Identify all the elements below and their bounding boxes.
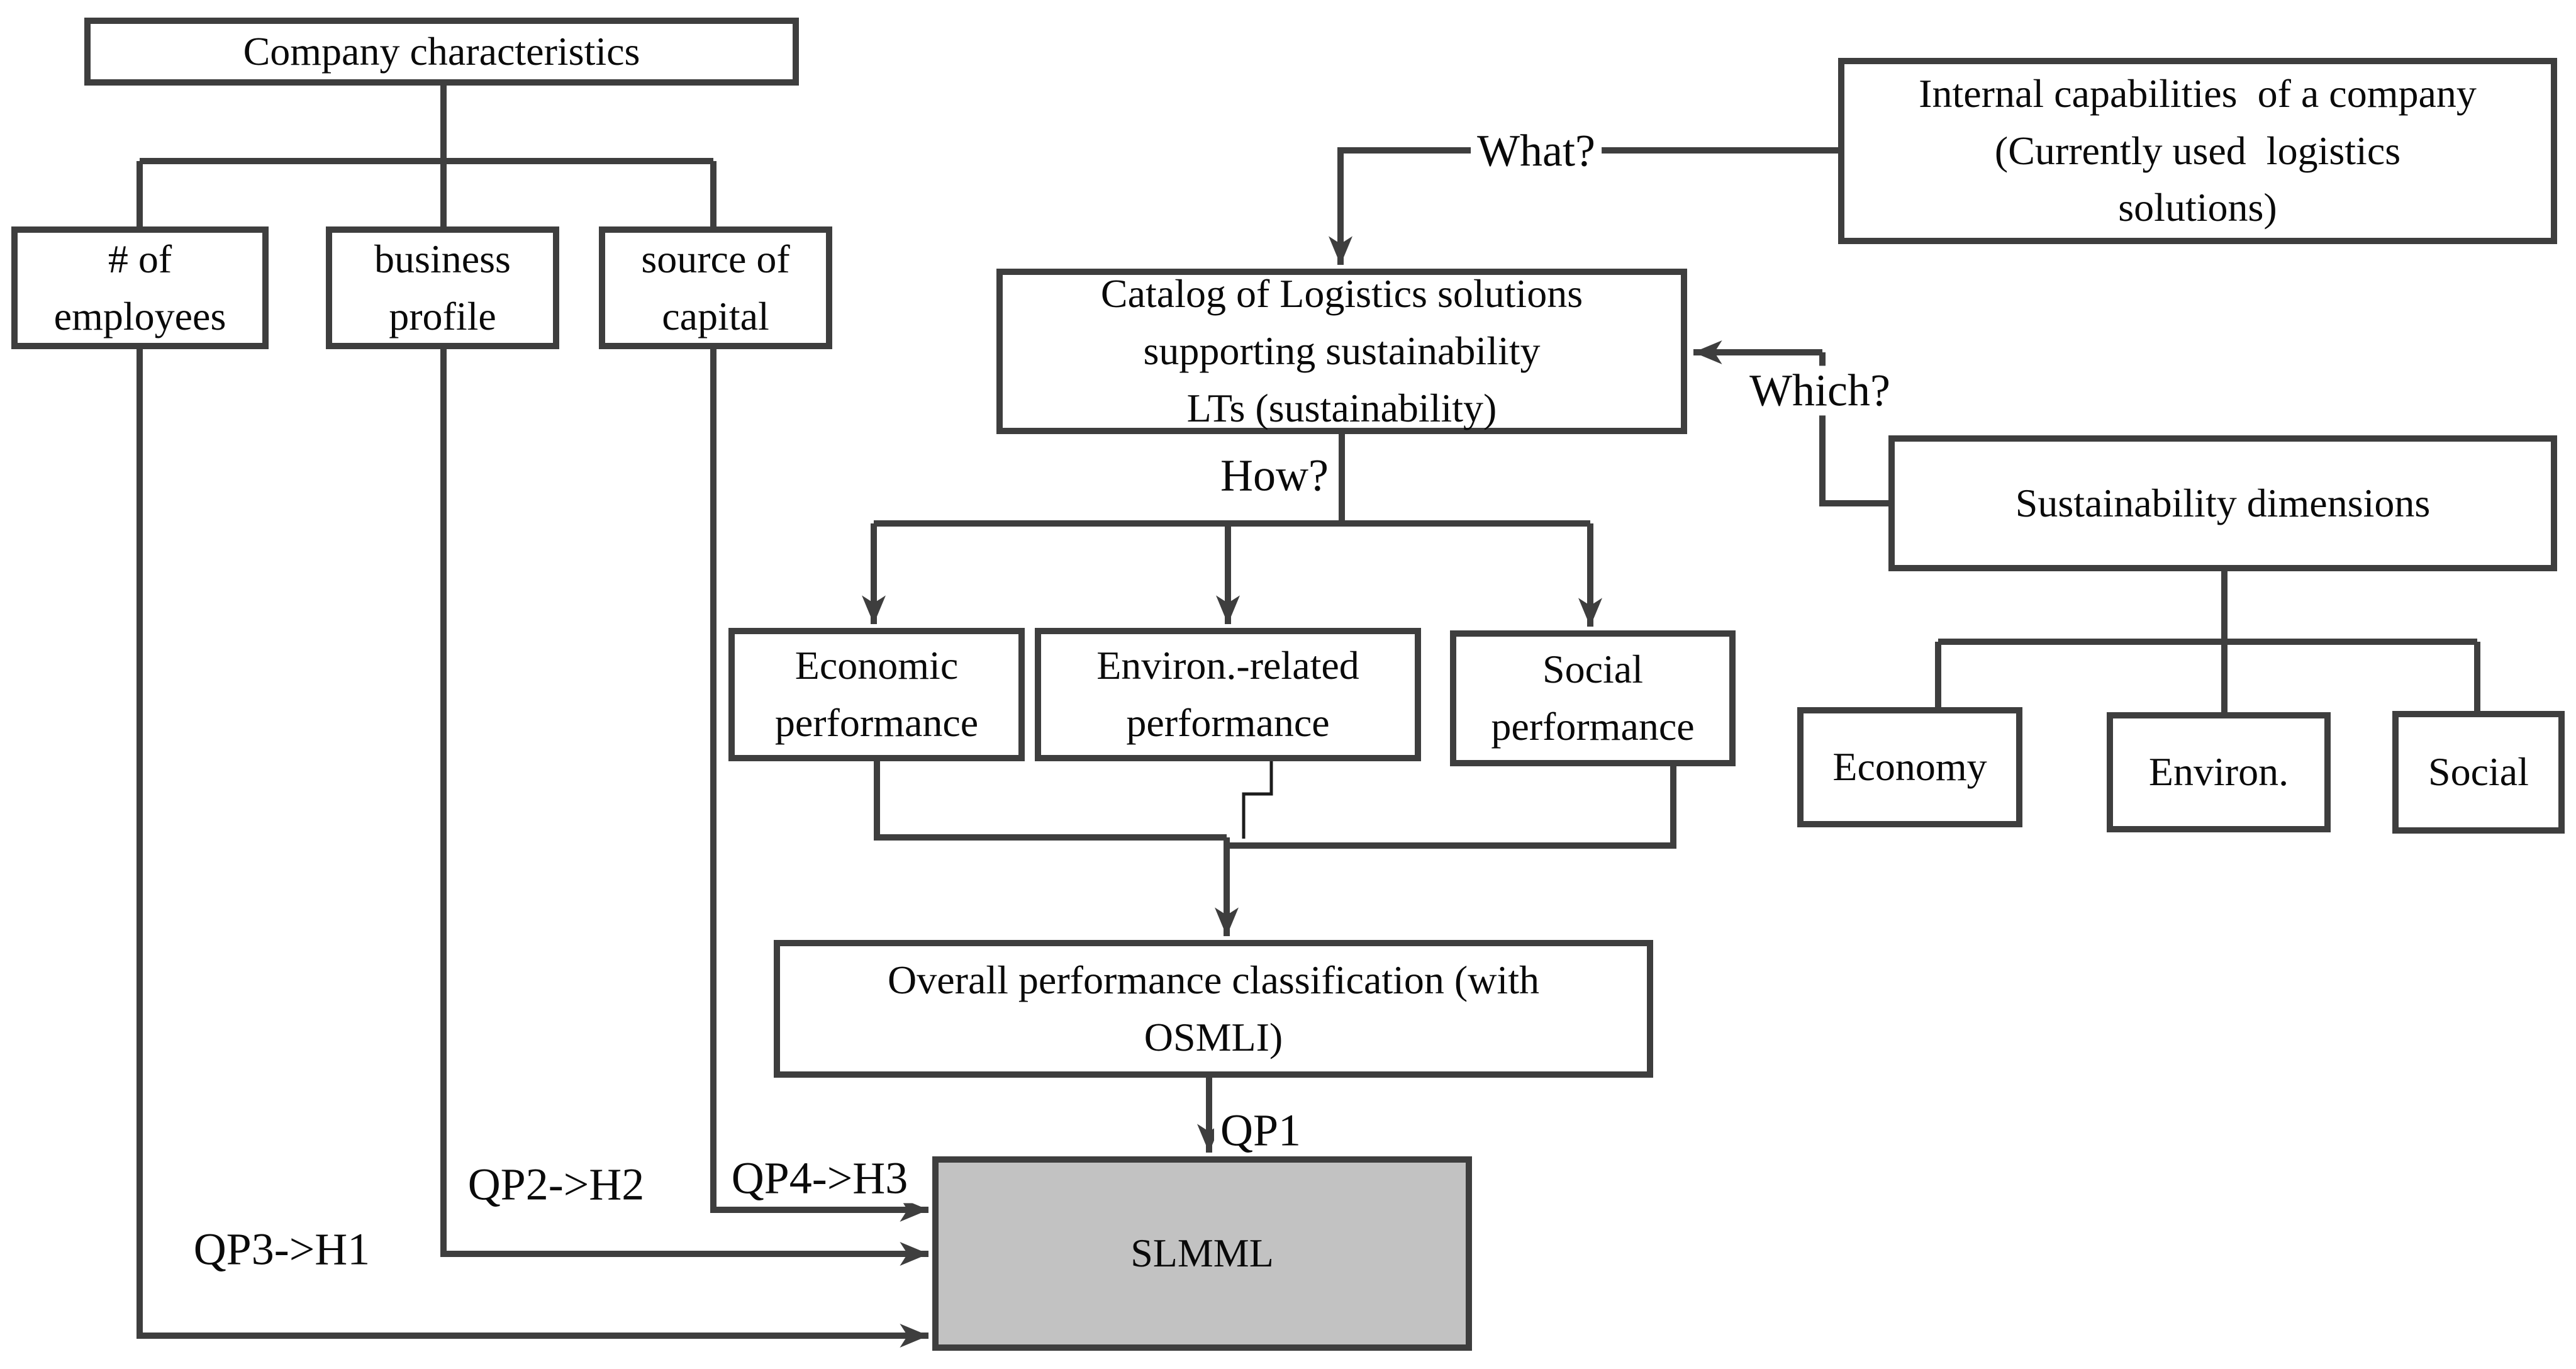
node-economic-performance: Economic performance [728,628,1025,761]
edge-merge-left [874,761,1227,841]
node-business-profile: business profile [326,226,559,349]
node-environ: Environ. [2107,712,2331,832]
edge-label-qp4: QP4->H3 [725,1153,915,1204]
edge-label-qp3: QP3->H1 [187,1224,377,1275]
edge-label-which: Which? [1743,366,1897,416]
edge-arrow-qp4 [710,349,928,1222]
edge-label-qp2: QP2->H2 [461,1159,651,1210]
node-economy: Economy [1797,707,2022,827]
edge-arrow-qp2 [440,349,928,1266]
edge-what-arrow [1329,147,1838,265]
node-catalog-logistics-solutions: Catalog of Logistics solutions supportin… [996,269,1687,434]
edge-arrow-qp3 [137,349,928,1348]
node-sustainability-dimensions: Sustainability dimensions [1888,435,2557,571]
edge-merge-right [1227,766,1676,849]
node-num-employees: # of employees [11,226,269,349]
edge-label-qp1: QP1 [1213,1105,1308,1156]
edge-label-what: What? [1471,126,1602,176]
node-source-of-capital: source of capital [599,226,832,349]
node-social: Social [2392,711,2565,834]
node-social-performance: Social performance [1450,630,1736,766]
node-company-characteristics: Company characteristics [84,18,799,86]
node-slmml: SLMML [932,1156,1472,1351]
node-overall-performance-classification: Overall performance classification (with… [774,940,1653,1078]
node-environ-related-performance: Environ.-related performance [1035,628,1421,761]
edge-label-how: How? [1214,450,1335,501]
node-internal-capabilities: Internal capabilities of a company (Curr… [1838,58,2557,244]
edge-environ-zigzag [1242,761,1273,839]
